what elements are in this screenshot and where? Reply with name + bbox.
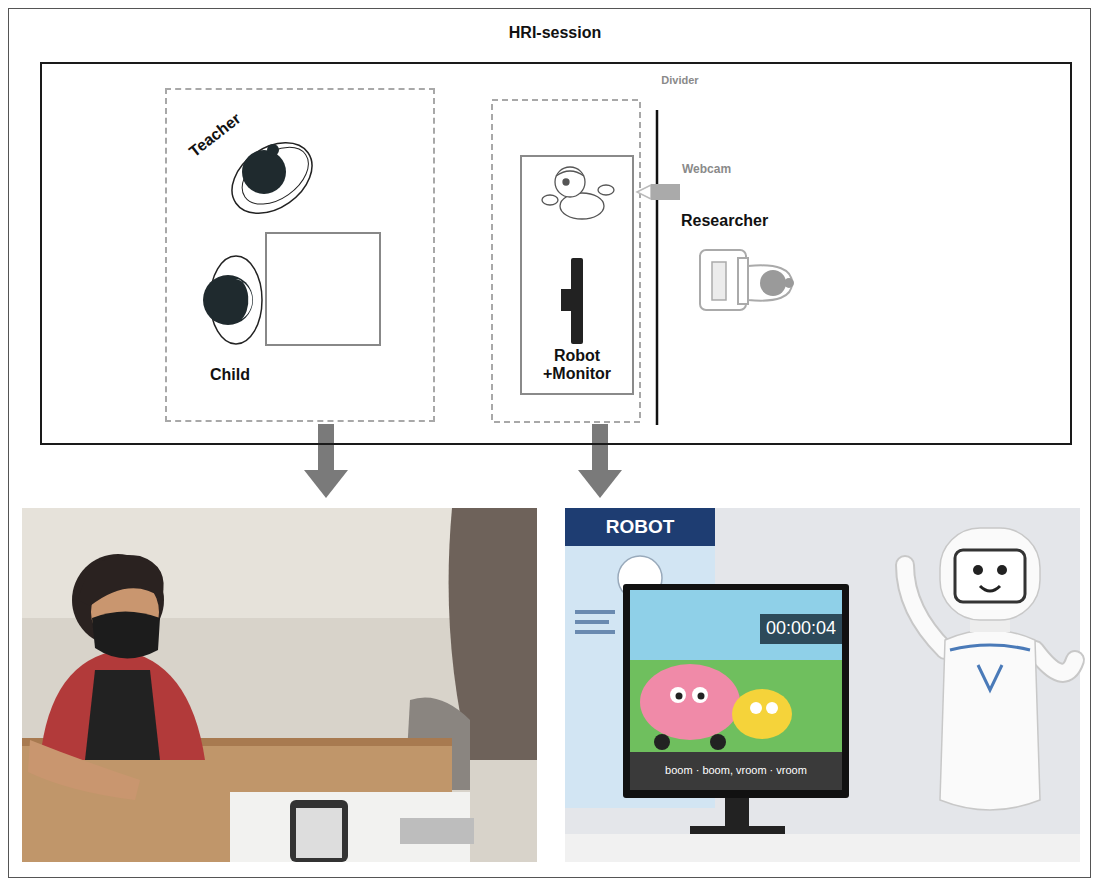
person-label: Child bbox=[210, 366, 250, 384]
device-label: Webcam bbox=[682, 163, 731, 176]
subtitle-text: boom · boom, vroom · vroom bbox=[665, 764, 807, 776]
divider-label: Divider bbox=[661, 74, 698, 86]
robot-box: Robot +Monitor bbox=[520, 155, 634, 395]
person-label: Teacher bbox=[186, 110, 244, 161]
session-frame: HRI-sessionTeacherChildRobot +Monitor bbox=[40, 62, 1072, 445]
participant-group: TeacherChild bbox=[165, 88, 435, 422]
monitor-icon bbox=[561, 258, 583, 344]
researcher-icon bbox=[700, 250, 794, 310]
webcam-icon bbox=[637, 184, 680, 200]
figure-frame bbox=[9, 9, 1091, 878]
poster-text: ROBOT bbox=[606, 517, 675, 538]
frame-title: HRI-session bbox=[509, 24, 601, 42]
teacher-figure bbox=[219, 128, 325, 228]
box-label: Robot +Monitor bbox=[527, 347, 627, 382]
divider-line bbox=[656, 110, 659, 425]
table-symbol bbox=[266, 233, 380, 345]
child-figure bbox=[203, 256, 262, 344]
block-arrow bbox=[304, 424, 622, 498]
group-outline bbox=[492, 100, 640, 422]
robot-photo bbox=[565, 508, 1080, 862]
robot-icon bbox=[542, 167, 614, 219]
timer-text: 00:00:04 bbox=[766, 619, 836, 639]
person-label: Researcher bbox=[681, 212, 768, 230]
child-photo bbox=[22, 508, 537, 862]
